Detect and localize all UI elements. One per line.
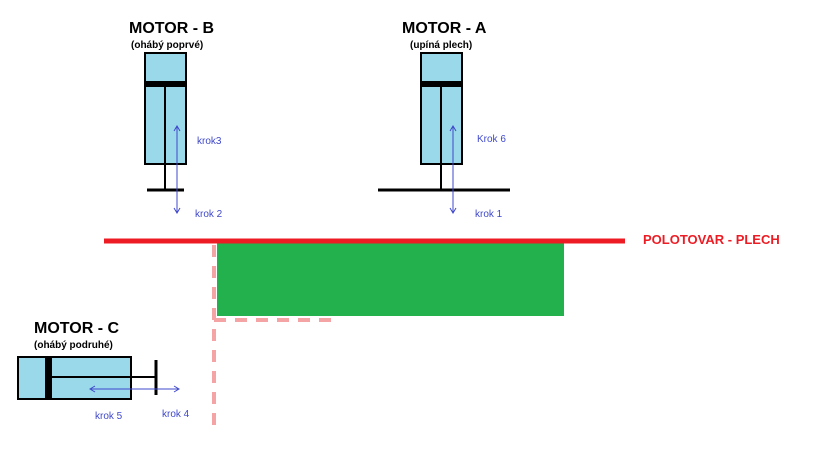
sheet-label: POLOTOVAR - PLECH [643,232,780,247]
step-krok1: krok 1 [475,209,503,220]
step-krok2: krok 2 [195,209,223,220]
motor-c-subtitle: (ohábý podruhé) [34,340,113,351]
motor-c-piston [45,357,52,399]
motor-b-arrow-head-down [173,207,181,214]
motor-b-piston [145,81,186,87]
motor-a-arrow-head-down [449,207,457,214]
step-krok4: krok 4 [162,409,190,420]
step-krok3: krok3 [197,136,222,147]
motor-b-subtitle: (ohábý poprvé) [131,40,203,51]
motor-a-arrow-head-up [449,125,457,132]
motor-c-arrow-head-right [173,385,180,393]
motor-a-subtitle: (upíná plech) [410,40,472,51]
motor-a: MOTOR - A (upíná plech) Krok 6 krok 1 [378,20,510,220]
motor-c-title: MOTOR - C [34,320,119,337]
motor-b-title: MOTOR - B [129,20,214,37]
motor-b: MOTOR - B (ohábý poprvé) krok3 krok 2 [129,20,223,220]
motor-c: MOTOR - C (ohábý podruhé) krok 5 krok 4 [17,320,190,422]
workpiece-block [217,243,564,316]
motor-b-arrow-head-up [173,125,181,132]
step-krok5: krok 5 [95,411,123,422]
motor-a-piston [421,81,462,87]
motor-a-title: MOTOR - A [402,20,487,37]
motor-c-arrow-head-left [89,385,96,393]
step-krok6: Krok 6 [477,134,506,145]
